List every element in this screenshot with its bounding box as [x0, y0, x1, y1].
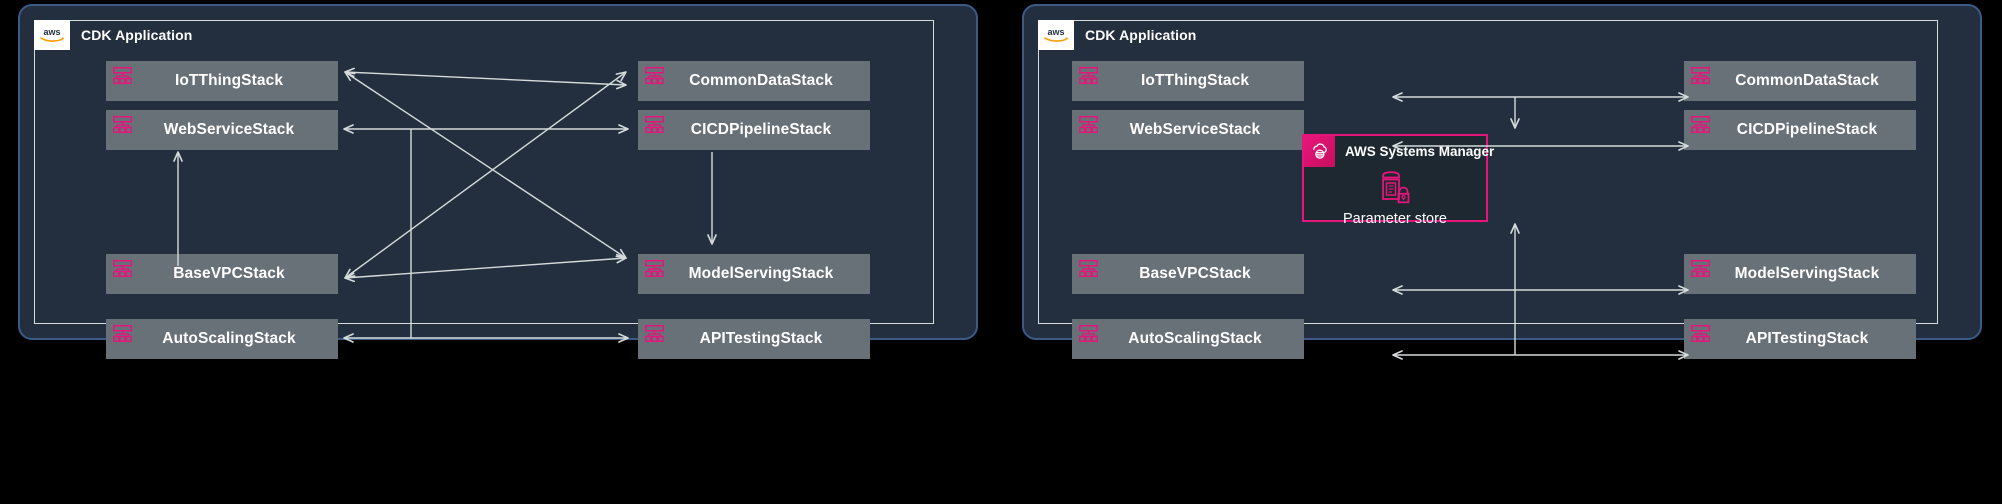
node-autoscalingstack-left[interactable]: AutoScalingStack — [106, 319, 338, 359]
node-label: ModelServingStack — [1734, 265, 1880, 282]
cloudformation-stack-icon — [1079, 325, 1098, 342]
service-body: Parameter store — [1304, 167, 1486, 227]
service-title: AWS Systems Manager — [1345, 144, 1495, 159]
cloudformation-stack-icon — [645, 116, 664, 133]
node-label: WebServiceStack — [1129, 121, 1261, 138]
node-iotthingstack-right[interactable]: IoTThingStack — [1072, 61, 1304, 101]
parameter-store-icon — [1376, 170, 1414, 209]
cloudformation-stack-icon — [1079, 67, 1098, 84]
node-label: IoTThingStack — [1140, 72, 1250, 89]
systems-manager-icon — [1304, 136, 1335, 167]
node-label: CommonDataStack — [1735, 72, 1879, 89]
cloudformation-stack-icon — [645, 67, 664, 84]
aws-logo-icon: aws — [1038, 20, 1074, 50]
service-caption: Parameter store — [1343, 211, 1447, 227]
group-header-right: aws CDK Application — [1038, 20, 1196, 50]
node-basevpcstack-left[interactable]: BaseVPCStack — [106, 254, 338, 294]
panel-left-cdk-app: aws CDK Application — [18, 4, 978, 359]
svg-text:aws: aws — [43, 27, 60, 37]
node-apitestingstack-right[interactable]: APITestingStack — [1684, 319, 1916, 359]
service-box-aws-systems-manager[interactable]: AWS Systems Manager — [1302, 134, 1494, 227]
cloudformation-stack-icon — [1079, 116, 1098, 133]
node-label: AutoScalingStack — [162, 330, 296, 347]
node-modelservingstack-right[interactable]: ModelServingStack — [1684, 254, 1916, 294]
node-label: CICDPipelineStack — [690, 121, 832, 138]
group-box-cdk-application-right: aws CDK Application — [1038, 20, 1938, 324]
node-modelservingstack-left[interactable]: ModelServingStack — [638, 254, 870, 294]
node-label: AutoScalingStack — [1128, 330, 1262, 347]
cloudformation-stack-icon — [1079, 260, 1098, 277]
cloudformation-stack-icon — [113, 260, 132, 277]
node-label: APITestingStack — [699, 330, 823, 347]
node-cicdpipelinestack-right[interactable]: CICDPipelineStack — [1684, 110, 1916, 150]
node-webservicestack-right[interactable]: WebServiceStack — [1072, 110, 1304, 150]
node-label: ModelServingStack — [688, 265, 834, 282]
node-label: CommonDataStack — [689, 72, 833, 89]
cloudformation-stack-icon — [1691, 260, 1710, 277]
aws-logo-icon: aws — [34, 20, 70, 50]
group-box-cdk-application-left: aws CDK Application — [34, 20, 934, 324]
node-label: IoTThingStack — [174, 72, 284, 89]
group-title-left: CDK Application — [81, 27, 193, 43]
node-iotthingstack-left[interactable]: IoTThingStack — [106, 61, 338, 101]
cloudformation-stack-icon — [113, 67, 132, 84]
service-header: AWS Systems Manager — [1304, 136, 1494, 167]
cloudformation-stack-icon — [1691, 116, 1710, 133]
node-cicdpipelinestack-left[interactable]: CICDPipelineStack — [638, 110, 870, 150]
cloudformation-stack-icon — [645, 260, 664, 277]
cloudformation-stack-icon — [645, 325, 664, 342]
node-label: WebServiceStack — [163, 121, 295, 138]
node-commondatastack-left[interactable]: CommonDataStack — [638, 61, 870, 101]
node-webservicestack-left[interactable]: WebServiceStack — [106, 110, 338, 150]
cloudformation-stack-icon — [113, 116, 132, 133]
node-apitestingstack-left[interactable]: APITestingStack — [638, 319, 870, 359]
node-autoscalingstack-right[interactable]: AutoScalingStack — [1072, 319, 1304, 359]
svg-text:aws: aws — [1047, 27, 1064, 37]
panel-right-cdk-app-ssm: aws CDK Application — [1022, 4, 1982, 359]
node-commondatastack-right[interactable]: CommonDataStack — [1684, 61, 1916, 101]
node-label: BaseVPCStack — [1139, 265, 1251, 282]
node-label: APITestingStack — [1745, 330, 1869, 347]
node-label: CICDPipelineStack — [1736, 121, 1878, 138]
group-title-right: CDK Application — [1085, 27, 1197, 43]
cloudformation-stack-icon — [1691, 67, 1710, 84]
cloudformation-stack-icon — [1691, 325, 1710, 342]
node-basevpcstack-right[interactable]: BaseVPCStack — [1072, 254, 1304, 294]
node-label: BaseVPCStack — [173, 265, 285, 282]
group-header-left: aws CDK Application — [34, 20, 192, 50]
cloudformation-stack-icon — [113, 325, 132, 342]
